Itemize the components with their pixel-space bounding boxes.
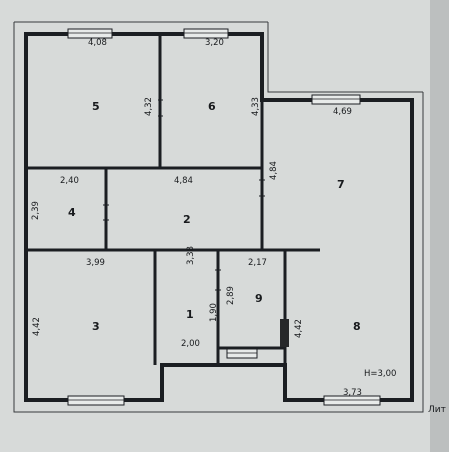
dimension-labels: 4,08 3,20 4,32 4,33 4,69 2,40 4,84 4,84 … <box>31 38 396 398</box>
window-room6 <box>183 28 229 39</box>
dim-r9-height: 2,89 <box>226 286 236 305</box>
room-label-2: 2 <box>183 213 191 226</box>
dim-r3-width: 3,99 <box>86 258 105 268</box>
room-label-1: 1 <box>186 308 194 321</box>
dim-r8-height: 4,42 <box>294 319 304 338</box>
room-label-8: 8 <box>353 320 361 333</box>
window-room1-side <box>226 348 258 359</box>
room-labels: 5 6 7 4 2 9 3 1 8 <box>68 100 361 333</box>
dim-r4-width: 2,40 <box>60 176 79 186</box>
window-room3 <box>67 395 125 406</box>
dim-r9-width: 2,17 <box>248 258 267 268</box>
window-room7 <box>311 94 361 105</box>
door-marks <box>103 99 265 291</box>
room-label-7: 7 <box>337 178 345 191</box>
dim-r2-width: 4,84 <box>174 176 193 186</box>
dim-r6-height: 4,33 <box>251 97 261 116</box>
dim-r8-width: 3,73 <box>343 388 362 398</box>
room-label-4: 4 <box>68 206 76 219</box>
dim-r3-height: 4,42 <box>32 317 42 336</box>
side-text: Лит <box>428 405 446 415</box>
dim-r5-height: 4,32 <box>144 97 154 116</box>
windows <box>67 28 381 406</box>
paper-shadow-right <box>430 0 449 452</box>
window-room5 <box>67 28 113 39</box>
dim-r1-width: 2,00 <box>181 339 200 349</box>
hatched-column <box>280 319 289 347</box>
dim-r4-height: 2,39 <box>31 201 41 220</box>
dim-r7-height: 4,84 <box>269 161 279 180</box>
room-label-9: 9 <box>255 292 263 305</box>
dim-r2-height: 3,38 <box>186 246 196 265</box>
room-label-3: 3 <box>92 320 100 333</box>
window-room8 <box>323 395 381 406</box>
outer-dimension-frame <box>13 21 424 413</box>
dim-r5-width: 4,08 <box>88 38 107 48</box>
room-label-5: 5 <box>92 100 100 113</box>
room-label-6: 6 <box>208 100 216 113</box>
dim-r1-height: 1,90 <box>209 303 219 322</box>
dim-r7-width: 4,69 <box>333 107 352 117</box>
window-inner-lines <box>68 32 380 401</box>
ceiling-height: H=3,00 <box>364 369 396 379</box>
dim-r6-width: 3,20 <box>205 38 224 48</box>
